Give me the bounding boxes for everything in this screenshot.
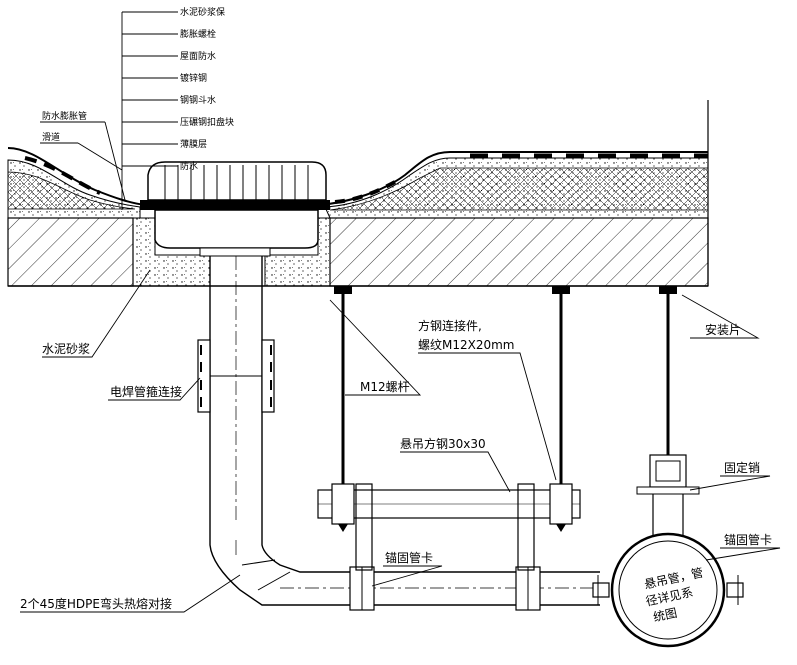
elbow-label: 2个45度HDPE弯头热熔对接 (20, 596, 172, 611)
roof-layers (7, 100, 709, 286)
layer-labels: 水泥砂浆保 膨胀螺栓 屋面防水 镀锌钢 钢钢斗水 压碾钢扣盘块 薄膜层 防水 防… (42, 6, 234, 172)
layer-label-7: 薄膜层 (180, 138, 207, 150)
waterproof-pipe-label: 防水膨胀管 (42, 110, 87, 122)
elbow-pipe (209, 530, 600, 611)
layer-label-5: 钢钢斗水 (180, 94, 216, 106)
layer-leaders (40, 11, 178, 210)
fixed-pin-label: 固定销 (724, 460, 760, 475)
layer-label-3: 屋面防水 (180, 50, 216, 62)
anchor-clamp-left-label: 锚固管卡 (385, 550, 433, 565)
layer-label-6: 压碾钢扣盘块 (180, 116, 234, 128)
layer-label-1: 水泥砂浆保 (180, 6, 225, 18)
circle-label-line3: 统图 (652, 606, 678, 625)
m12-rod-label: M12螺杆 (360, 380, 410, 394)
vertical-pipe (197, 256, 275, 530)
roof-drain (140, 161, 330, 257)
hanging-steel-label: 悬吊方钢30x30 (400, 436, 486, 451)
rule-label: 滑道 (42, 131, 60, 143)
pipe-clamp-ring (592, 532, 744, 648)
roof-slab (7, 217, 709, 287)
steel-connector-label-line2: 螺纹M12X20mm (418, 338, 515, 352)
mounting-plate-label: 安装片 (705, 322, 741, 337)
electrofusion-coupling-label: 电焊管箍连接 (110, 384, 182, 399)
layer-label-4: 镀锌钢 (180, 72, 207, 84)
cement-mortar-label: 水泥砂浆 (42, 341, 90, 356)
layer-label-8: 防水 (180, 160, 198, 172)
hangers (317, 286, 700, 571)
steel-connector-label-line1: 方钢连接件, (418, 318, 482, 333)
callout-leaders (20, 269, 781, 613)
anchor-clamp-right-label: 锚固管卡 (724, 532, 772, 547)
layer-label-2: 膨胀螺栓 (180, 28, 216, 40)
